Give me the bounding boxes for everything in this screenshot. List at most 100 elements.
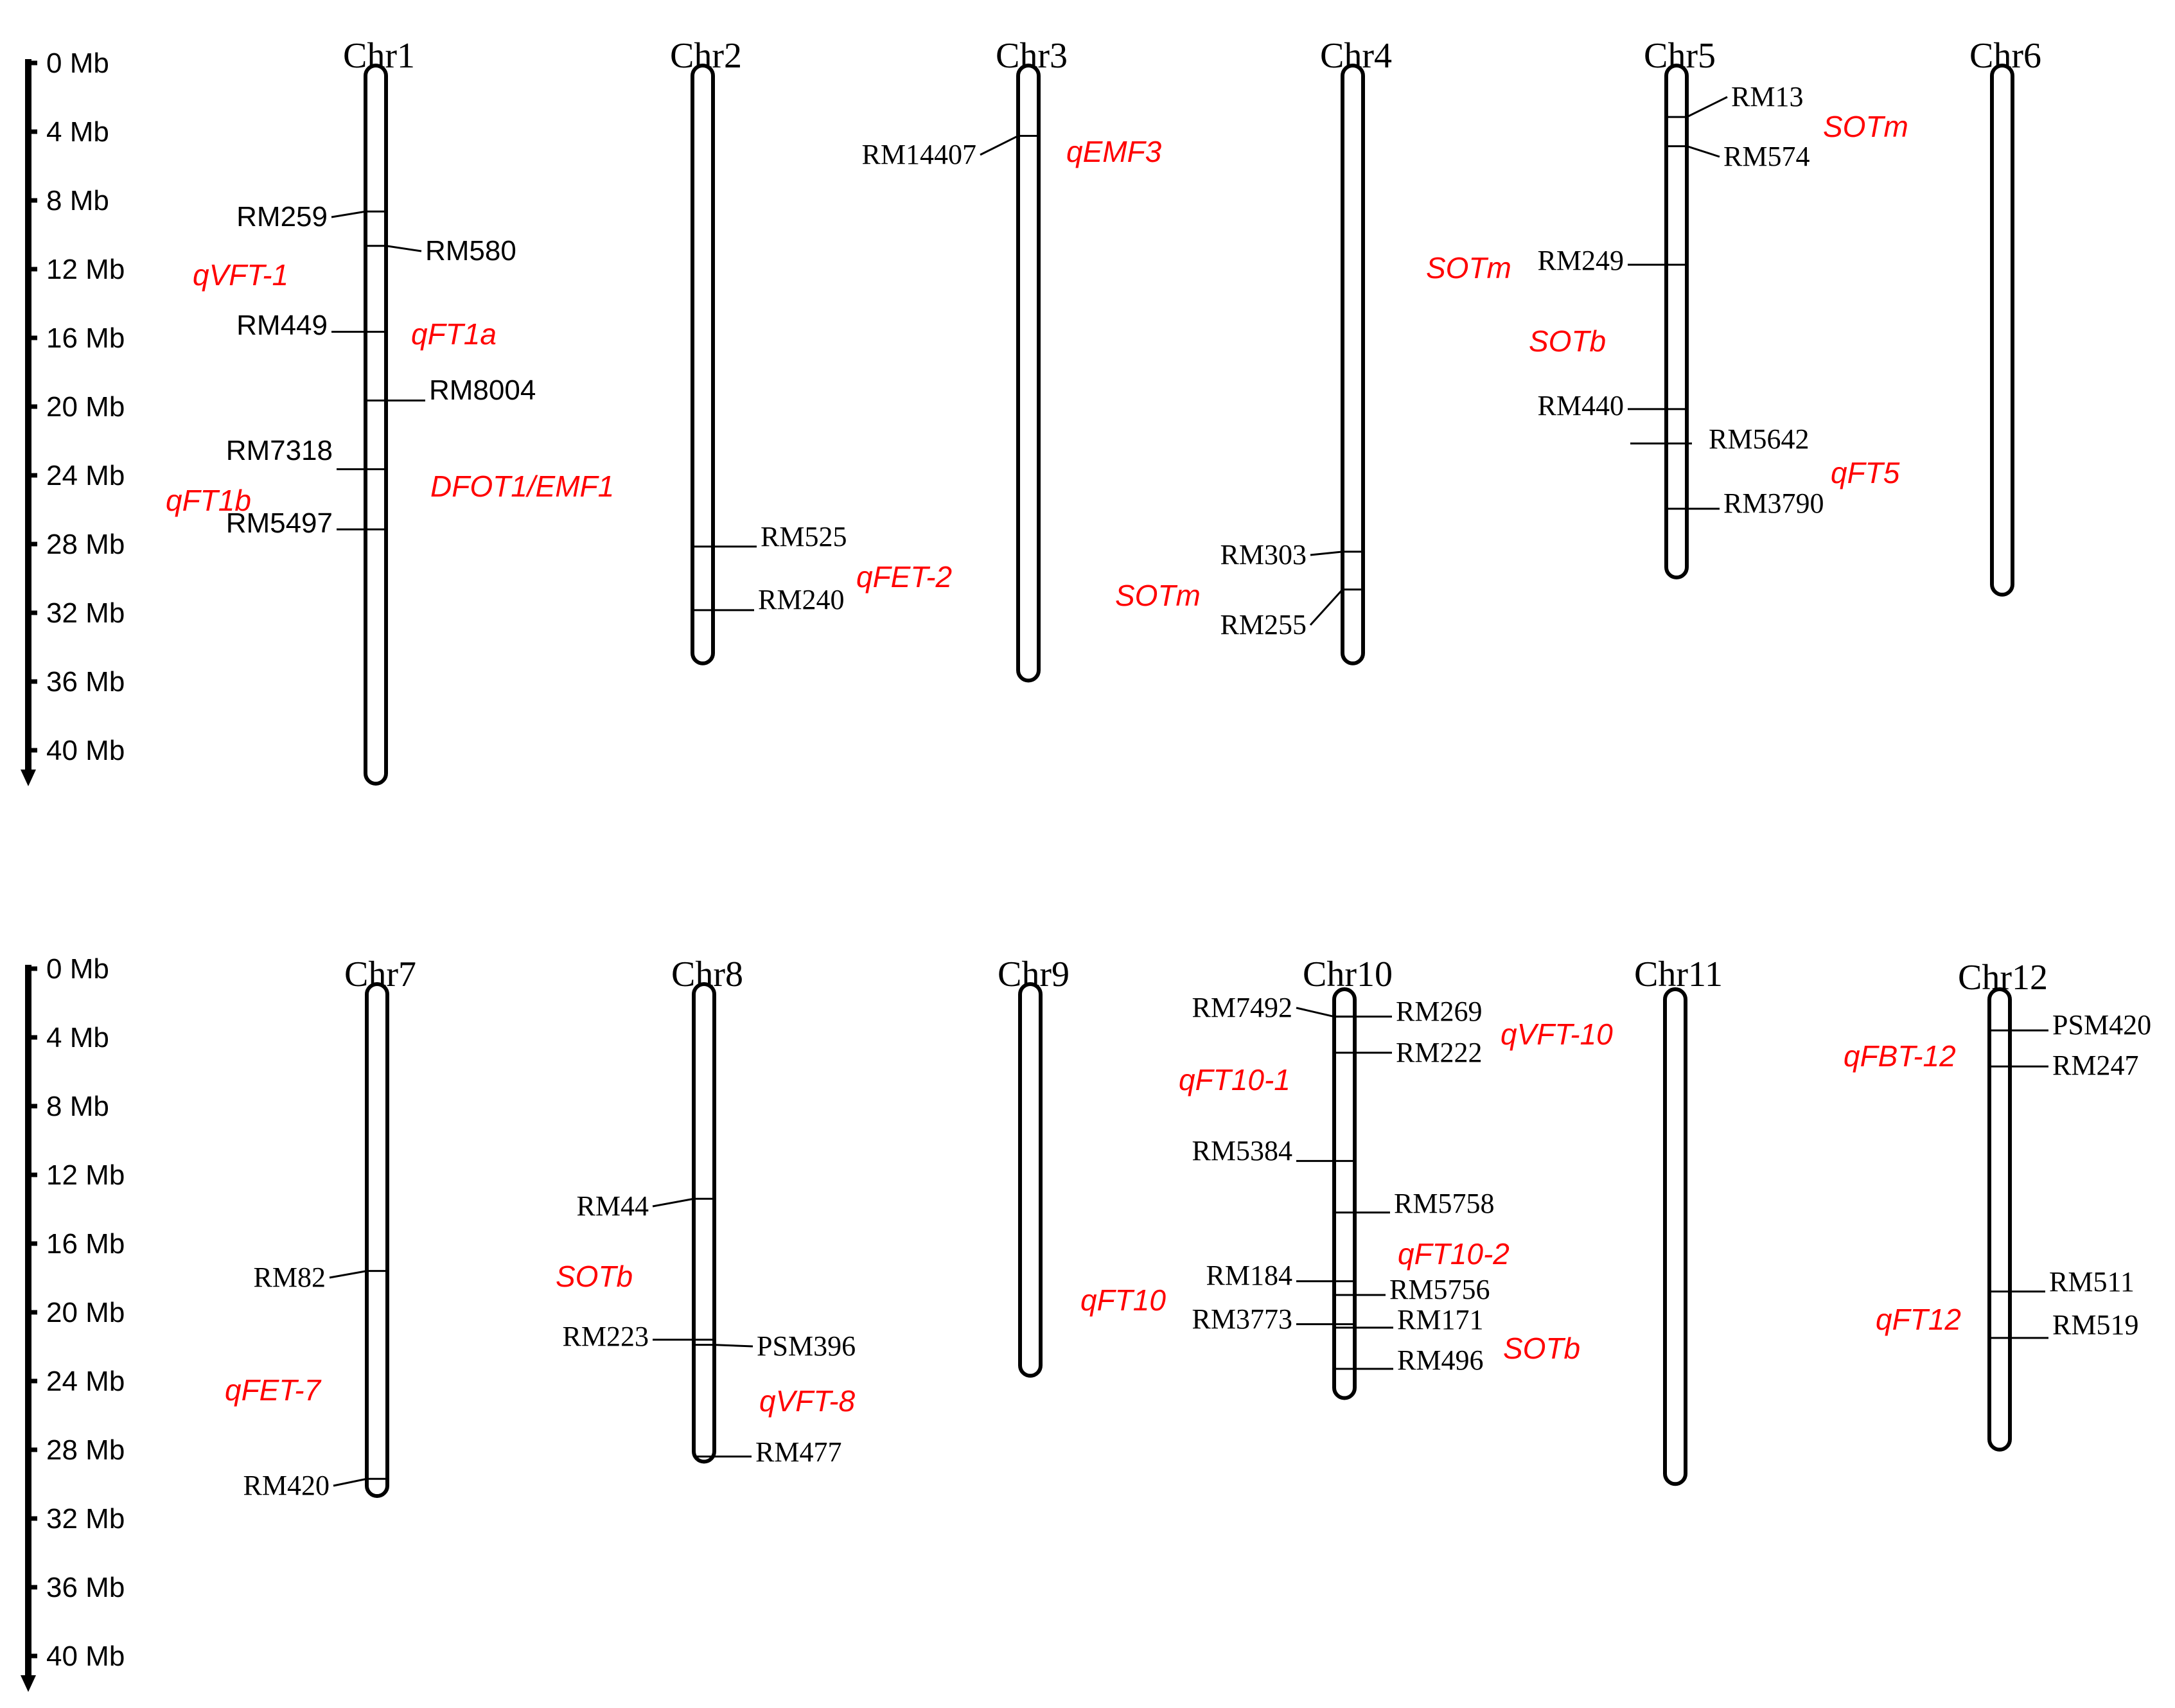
marker-rm259: RM259	[236, 201, 386, 233]
chromosome-body	[1332, 987, 1357, 1400]
marker-label: RM44	[577, 1190, 649, 1222]
chromosome-chr7: Chr7	[344, 955, 416, 1498]
marker-leader	[385, 245, 422, 252]
scale-tick-label: 36 Mb	[46, 666, 125, 698]
marker-label: RM496	[1397, 1344, 1483, 1376]
qtl-label-qft5: qFT5	[1831, 456, 1900, 489]
marker-label: RM5642	[1709, 423, 1809, 455]
scale-tick-label: 8 Mb	[46, 185, 109, 216]
scale-tick-label: 0 Mb	[46, 48, 109, 79]
qtl-label-qft10: qFT10	[1080, 1283, 1166, 1317]
marker-label: RM82	[254, 1262, 326, 1293]
scale-arrow-icon	[21, 1675, 36, 1692]
marker-rm171: RM171	[1334, 1304, 1483, 1335]
marker-rm3790: RM3790	[1666, 488, 1824, 519]
marker-label: RM477	[755, 1436, 841, 1468]
marker-rm5758: RM5758	[1334, 1188, 1494, 1219]
marker-rm82: RM82	[254, 1262, 387, 1293]
marker-leader	[331, 210, 366, 218]
scale-tick-label: 32 Mb	[46, 597, 125, 629]
marker-rm5384: RM5384	[1192, 1135, 1355, 1167]
qtl-label-sotm: SOTm	[1426, 251, 1511, 285]
marker-rm222: RM222	[1334, 1037, 1482, 1068]
chromosome-chr9: Chr9	[998, 955, 1070, 1378]
scale-tick-label: 36 Mb	[46, 1572, 125, 1603]
scale-tick-label: 28 Mb	[46, 1434, 125, 1466]
marker-rm223: RM223	[563, 1321, 714, 1352]
marker-rm7318: RM7318	[226, 435, 386, 470]
chromosome-chr8: Chr8	[671, 955, 743, 1464]
marker-rm269: RM269	[1334, 996, 1482, 1027]
chromosome-chr2: Chr2	[670, 36, 742, 665]
marker-label: RM511	[2049, 1266, 2135, 1298]
marker-label: RM449	[236, 310, 328, 341]
marker-rm8004: RM8004	[365, 374, 536, 406]
scale-tick-label: 40 Mb	[46, 735, 125, 766]
marker-label: PSM396	[757, 1330, 856, 1362]
marker-label: RM580	[425, 235, 516, 267]
chromosome-body	[1341, 64, 1365, 665]
marker-rm580: RM580	[365, 235, 516, 267]
qtl-label-qft12: qFT12	[1876, 1303, 1961, 1336]
scale-tick-label: 12 Mb	[46, 1159, 125, 1191]
marker-rm255: RM255	[1220, 588, 1363, 640]
marker-label: RM247	[2052, 1050, 2138, 1081]
marker-label: RM7492	[1192, 992, 1292, 1023]
chromosome-chr1: Chr1	[343, 36, 415, 786]
marker-label: PSM420	[2052, 1009, 2151, 1041]
marker-label: RM420	[243, 1470, 330, 1501]
marker-label: RM240	[758, 584, 844, 615]
marker-label: RM259	[236, 201, 328, 233]
chromosome-body	[1987, 987, 2012, 1452]
chromosome-body	[1018, 982, 1043, 1378]
marker-rm5497: RM5497	[226, 507, 386, 539]
marker-label: RM574	[1723, 141, 1810, 172]
marker-rm13: RM13	[1666, 81, 1803, 118]
chromosome-body	[1663, 987, 1687, 1486]
marker-rm574: RM574	[1666, 141, 1810, 172]
chromosome-chr12: Chr12	[1958, 958, 2048, 1452]
scale-tick-label: 4 Mb	[46, 1022, 109, 1053]
marker-leader	[1309, 588, 1344, 626]
marker-label: RM440	[1538, 390, 1624, 421]
qtl-label-sotb: SOTb	[556, 1260, 633, 1293]
marker-label: RM5384	[1192, 1135, 1292, 1167]
marker-label: RM222	[1396, 1037, 1482, 1068]
marker-label: RM303	[1220, 539, 1307, 570]
qtl-label-qemf3: qEMF3	[1066, 135, 1162, 168]
marker-label: RM249	[1538, 245, 1624, 276]
qtl-label-sotm: SOTm	[1115, 579, 1201, 612]
scale-tick-label: 24 Mb	[46, 460, 125, 491]
chromosome-body	[1664, 64, 1689, 579]
marker-leader	[652, 1197, 694, 1208]
marker-label: RM14407	[862, 139, 976, 170]
chromosome-chr3: Chr3	[996, 36, 1068, 683]
marker-psm420: PSM420	[1989, 1009, 2151, 1041]
marker-rm303: RM303	[1220, 539, 1363, 570]
chromosome-body	[1990, 64, 2014, 597]
marker-leader	[714, 1344, 753, 1348]
chromosome-body	[1016, 64, 1041, 683]
scale-tick-label: 20 Mb	[46, 391, 125, 423]
marker-rm5756: RM5756	[1334, 1274, 1490, 1305]
scale-tick-label: 32 Mb	[46, 1503, 125, 1535]
marker-rm44: RM44	[577, 1190, 714, 1222]
chromosome-chr6: Chr6	[1969, 36, 2041, 597]
scale-tick-label: 24 Mb	[46, 1366, 125, 1397]
marker-rm477: RM477	[694, 1436, 841, 1468]
marker-label: RM13	[1731, 81, 1803, 112]
qtl-label-qfet-2: qFET-2	[856, 560, 952, 594]
chromosome-body	[365, 982, 389, 1498]
marker-label: RM5756	[1389, 1274, 1490, 1305]
marker-rm7492: RM7492	[1192, 992, 1355, 1023]
marker-label: RM184	[1206, 1260, 1292, 1291]
marker-rm511: RM511	[1989, 1266, 2135, 1298]
marker-label: RM223	[563, 1321, 649, 1352]
scale-tick-label: 28 Mb	[46, 529, 125, 560]
marker-label: RM5497	[226, 507, 333, 539]
marker-leader	[1296, 1007, 1335, 1018]
scale-tick-label: 8 Mb	[46, 1091, 109, 1122]
scale-tick-label: 20 Mb	[46, 1297, 125, 1328]
marker-label: RM7318	[226, 435, 333, 466]
